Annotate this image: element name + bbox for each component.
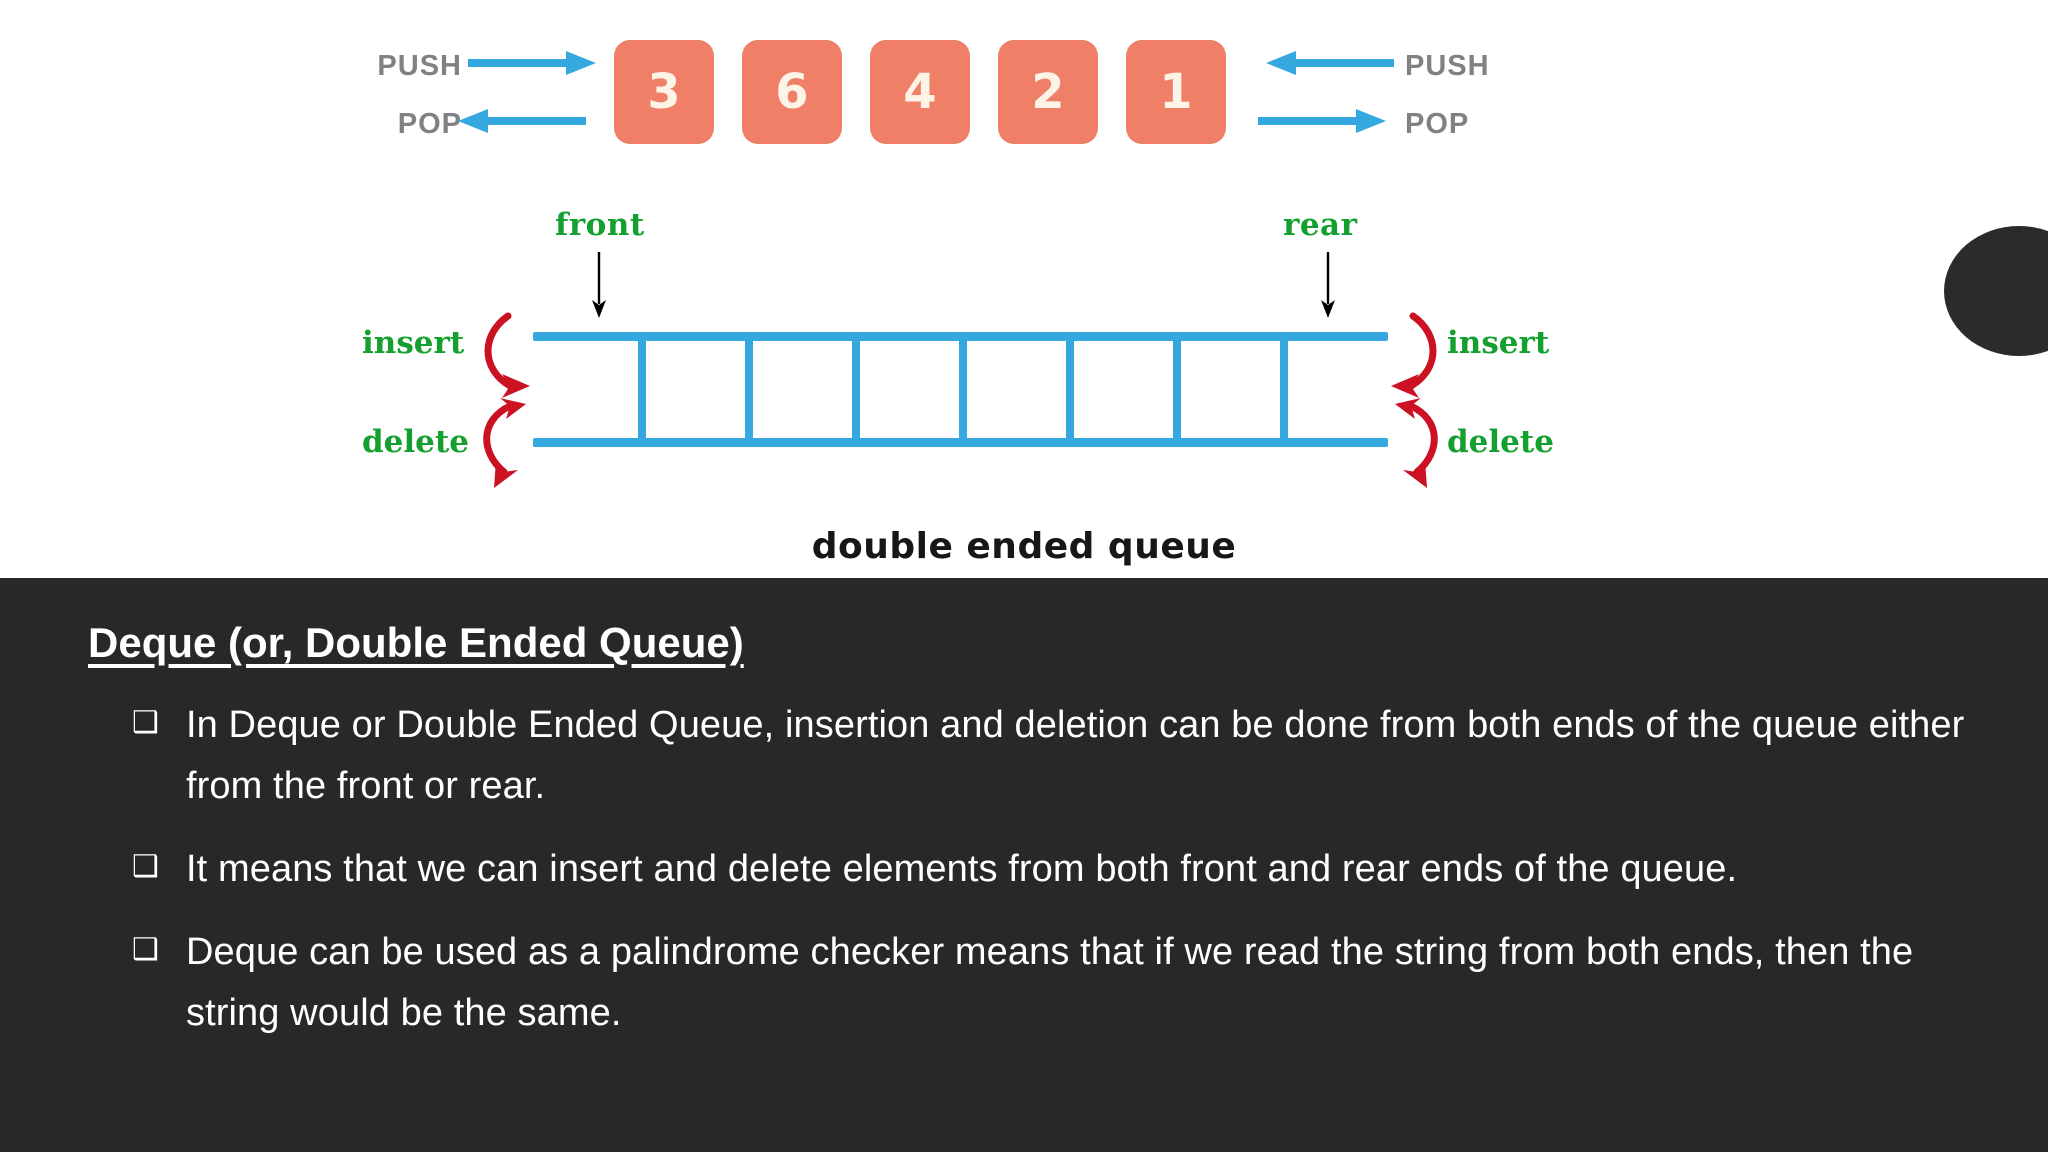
right-operation-labels: PUSH POP: [1255, 40, 1495, 160]
deque-cell-divider: [1173, 338, 1181, 442]
rear-pointer-label: rear: [1283, 207, 1358, 243]
stack-cell-list: 3 6 4 2 1: [614, 40, 1226, 144]
deque-caption: double ended queue: [811, 526, 1237, 567]
deque-top-rail: [533, 332, 1388, 341]
list-item: ❑ It means that we can insert and delete…: [132, 839, 1972, 900]
list-item: ❑ Deque can be used as a palindrome chec…: [132, 922, 1972, 1044]
deque-structure: [533, 332, 1388, 447]
stack-cell: 4: [870, 40, 970, 144]
deque-cell-divider: [745, 338, 753, 442]
page-title: Deque (or, Double Ended Queue): [88, 619, 744, 666]
decorative-dark-blob: [1944, 226, 2048, 356]
deque-bottom-rail: [533, 438, 1388, 447]
front-pointer-label: front: [555, 207, 645, 243]
left-insert-delete-curved-arrows-icon: [466, 300, 576, 490]
stack-cell: 6: [742, 40, 842, 144]
stack-operations-row: PUSH POP 3 6 4 2 1: [0, 40, 2048, 160]
stack-cell: 1: [1126, 40, 1226, 144]
pop-right-arrow-icon: [1258, 106, 1386, 136]
left-delete-label: delete: [362, 424, 469, 460]
left-operation-labels: PUSH POP: [370, 40, 610, 160]
left-pop-label: POP: [397, 108, 462, 140]
right-insert-delete-curved-arrows-icon: [1345, 300, 1455, 490]
deque-cell-divider: [1066, 338, 1074, 442]
deque-cell-divider: [1280, 338, 1288, 442]
push-left-arrow-icon: [468, 48, 596, 78]
list-item-text: It means that we can insert and delete e…: [186, 848, 1738, 890]
slide-text-panel: Deque (or, Double Ended Queue) ❑ In Dequ…: [0, 578, 2048, 1152]
deque-cell-divider: [959, 338, 967, 442]
deque-cell-divider: [638, 338, 646, 442]
front-pointer-arrow-icon: [589, 252, 609, 318]
list-item-text: In Deque or Double Ended Queue, insertio…: [186, 704, 1965, 807]
square-bullet-icon: ❑: [132, 932, 159, 967]
left-insert-label: insert: [362, 325, 465, 361]
square-bullet-icon: ❑: [132, 849, 159, 884]
bullet-list: ❑ In Deque or Double Ended Queue, insert…: [132, 695, 1972, 1066]
right-delete-label: delete: [1447, 424, 1554, 460]
push-right-arrow-icon: [1266, 48, 1394, 78]
deque-cell-divider: [852, 338, 860, 442]
deque-diagram-panel: PUSH POP 3 6 4 2 1: [0, 40, 2048, 567]
stack-cell: 2: [998, 40, 1098, 144]
square-bullet-icon: ❑: [132, 705, 159, 740]
right-pop-label: POP: [1405, 108, 1470, 140]
left-push-label: PUSH: [377, 50, 462, 82]
pop-left-arrow-icon: [458, 106, 586, 136]
right-push-label: PUSH: [1405, 50, 1490, 82]
rear-pointer-arrow-icon: [1318, 252, 1338, 318]
stack-cell: 3: [614, 40, 714, 144]
list-item-text: Deque can be used as a palindrome checke…: [186, 931, 1914, 1034]
list-item: ❑ In Deque or Double Ended Queue, insert…: [132, 695, 1972, 817]
right-insert-label: insert: [1447, 325, 1550, 361]
